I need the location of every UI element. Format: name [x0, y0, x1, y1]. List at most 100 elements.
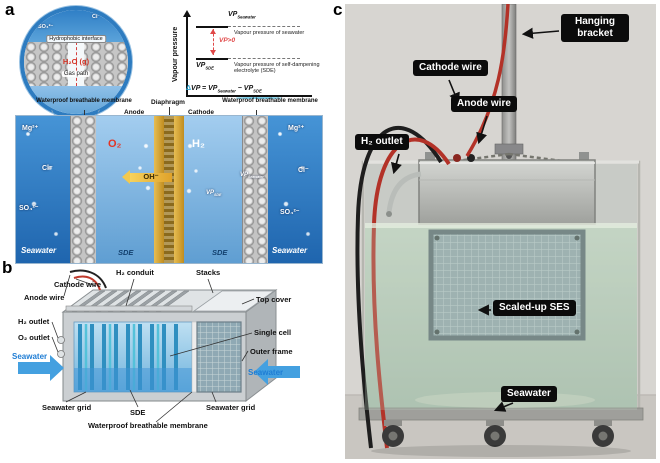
sde-left-label: SDE [118, 248, 134, 257]
device-3d-illustration [18, 269, 300, 423]
graph-x-axis [186, 95, 312, 97]
scaled-up-ses-tag: Scaled-up SES [493, 300, 576, 316]
casters [382, 420, 614, 447]
ses-header-box [418, 159, 596, 225]
membrane-zone-left [70, 116, 98, 263]
gas-path-line [76, 42, 77, 86]
photo-illustration [345, 4, 656, 459]
equation-underline [236, 97, 282, 99]
label-arrows [391, 27, 560, 412]
vp-gt0-label: VP>0 [219, 37, 236, 44]
inset-ion-cl-label: Cl⁻ [92, 14, 101, 20]
cathode-strip [174, 116, 184, 263]
vp-seawater-tag: VPSeawater [240, 172, 264, 179]
eq-sub-seawater: Seawater [217, 88, 236, 94]
anode-wire-line [69, 269, 107, 289]
inset-ion-mg-label: Mg²⁺ [32, 13, 45, 19]
hydrophobic-interface-label: Hydrophobic interface [46, 34, 106, 43]
seawater-right-label: Seawater [272, 246, 308, 255]
anode-wire-tag: Anode wire [451, 96, 517, 112]
vp-seawater-sub: Seawater [237, 14, 256, 20]
seawater-grid-left-label: Seawater grid [42, 403, 92, 412]
vp-sde-sub: SDE [205, 65, 214, 71]
seawater-in-label: Seawater [12, 352, 48, 361]
photo-panel: Hanging bracket Cathode wire Anode wire … [345, 4, 656, 459]
diaphragm-strip [164, 116, 174, 263]
top-cover-label: Top cover [256, 295, 292, 304]
ion-mg-left: Mg²⁺ [22, 125, 39, 132]
seawater-grid-right-label: Seawater grid [206, 403, 256, 412]
vp-text: VP [196, 62, 206, 69]
cathode-wire-line [73, 275, 101, 291]
seawater-out-arrow [254, 359, 300, 385]
oh-label: OH⁻ [143, 172, 159, 181]
membrane-right-label: Waterproof breathable membrane [222, 98, 318, 104]
inset-membrane-zone [24, 42, 128, 86]
h2-outlet-tube [386, 171, 422, 213]
seawater-left-label: Seawater [21, 246, 57, 255]
delta-vp-arrow [210, 29, 216, 55]
ion-mg-right: Mg²⁺ [288, 125, 305, 132]
ion-so4-right: SO₄²⁻ [280, 209, 300, 216]
inset-ion-so4-label: SO₄²⁻ [38, 24, 54, 30]
membrane-left-label: Waterproof breathable membrane [36, 98, 132, 104]
inset-sde-zone [24, 85, 128, 114]
h2o-gas-label: H₂O (g) [62, 56, 90, 66]
cathode-label: Cathode [188, 109, 214, 116]
membrane-zone-right [242, 116, 270, 263]
oh-transport-arrow: OH⁻ [122, 170, 172, 184]
delta-symbol: Δ [186, 85, 192, 92]
anode-strip [154, 116, 164, 263]
leader-membrane-right [256, 110, 257, 117]
vp-text: VP [240, 172, 249, 178]
eq-part1: VP = VP [191, 85, 218, 92]
sde-zone-right [184, 116, 242, 263]
cathode-wire-label-b: Cathode wire [54, 280, 102, 289]
anode-wire-label-b: Anode wire [24, 293, 65, 302]
leader-membrane-left [84, 110, 85, 117]
o2-outlet-label: O₂ outlet [18, 333, 50, 342]
seawater-zone-left [16, 116, 70, 263]
scaled-up-ses-mesh [428, 229, 586, 341]
outer-frame-label: Outer frame [250, 347, 293, 356]
eq-sub-sde: SDE [253, 88, 262, 94]
seawater-level-line [196, 26, 228, 28]
graph-vp-seawater-label: VPSeawater [228, 11, 256, 19]
h2-label: H₂ [192, 138, 205, 150]
seawater-out-label: Seawater [248, 368, 284, 377]
stacks-label: Stacks [196, 268, 221, 277]
anode-label: Anode [124, 109, 145, 116]
panel-b-label: b [2, 258, 13, 277]
hanging-bracket-pole [501, 4, 517, 163]
vapour-pressure-graph: Vapour pressure VPSeawater Vapour pressu… [172, 4, 324, 114]
seawater-in-arrow [18, 355, 64, 381]
sde-level-dashed [228, 58, 300, 59]
vp-text: VP [206, 190, 215, 196]
seawater-level-dashed [228, 26, 300, 27]
gas-path-label: Gas path [61, 71, 91, 78]
sde-label-b: SDE [130, 408, 146, 417]
ion-cl-right: Cl⁻ [298, 167, 309, 174]
vp-sde-tag: VPSDE [206, 190, 221, 197]
h2-conduit-label: H₂ conduit [116, 268, 154, 277]
diaphragm-label: Diaphragm [151, 99, 185, 106]
ion-cl-left: Cl⁻ [42, 165, 53, 172]
graph-vp-sde-label: VPSDE [196, 62, 214, 70]
h2-outlet-label-b: H₂ outlet [18, 317, 50, 326]
leader-diaphragm [169, 107, 170, 122]
note-seawater: Vapour pressure of seawater [234, 30, 305, 36]
seawater-tag: Seawater [501, 386, 557, 402]
note-sde: Vapour pressure of self-dampening electr… [234, 62, 320, 75]
cathode-wire-tag: Cathode wire [413, 60, 488, 76]
vp-seawater-sub: Seawater [248, 175, 264, 180]
vp-sde-sub: SDE [214, 193, 222, 198]
ion-so4-left: SO₄²⁻ [19, 205, 39, 212]
o2-label: O₂ [108, 138, 122, 150]
single-cell-label: Single cell [254, 328, 292, 337]
graph-y-axis-label: Vapour pressure [172, 26, 179, 82]
cell-schematic: O₂ H₂ OH⁻ VPSeawater VPSDE Mg²⁺ Cl⁻ SO₄²… [16, 116, 322, 263]
membrane-label-b: Waterproof breathable membrane [88, 421, 208, 430]
sde-level-line [196, 58, 228, 60]
seawater-zone-right [268, 116, 322, 263]
